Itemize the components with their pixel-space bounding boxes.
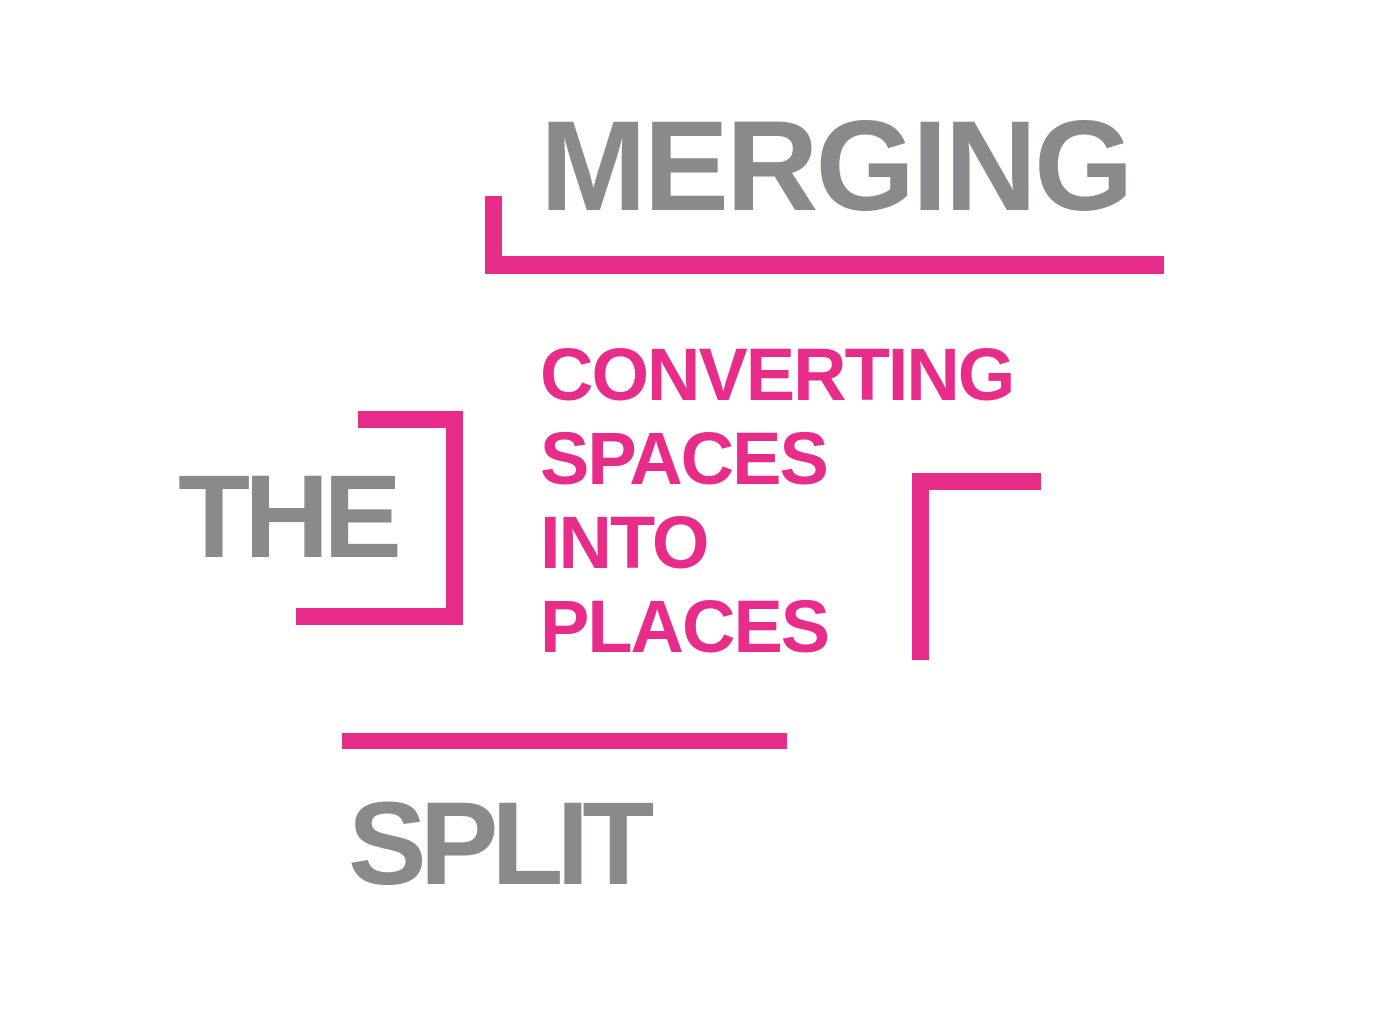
top-left-corner-bracket-icon	[912, 473, 1041, 660]
split-text: SPLIT	[348, 778, 654, 910]
tagline-block: CONVERTING SPACES INTO PLACES	[540, 333, 1015, 669]
tagline-line-places: PLACES	[540, 585, 830, 668]
right-square-bracket-top-arm	[358, 411, 463, 428]
split-horizontal-rule	[342, 733, 787, 749]
right-square-bracket-vertical	[446, 411, 463, 625]
tagline-line-spaces: SPACES	[540, 417, 829, 500]
bottom-left-corner-bracket-icon	[485, 196, 1164, 274]
tagline-line-converting: CONVERTING	[540, 333, 1015, 416]
tagline-line-into: INTO	[540, 501, 709, 584]
right-square-bracket-bottom-arm	[296, 608, 463, 625]
merging-text: MERGING	[540, 95, 1134, 238]
the-text: THE	[178, 451, 402, 583]
